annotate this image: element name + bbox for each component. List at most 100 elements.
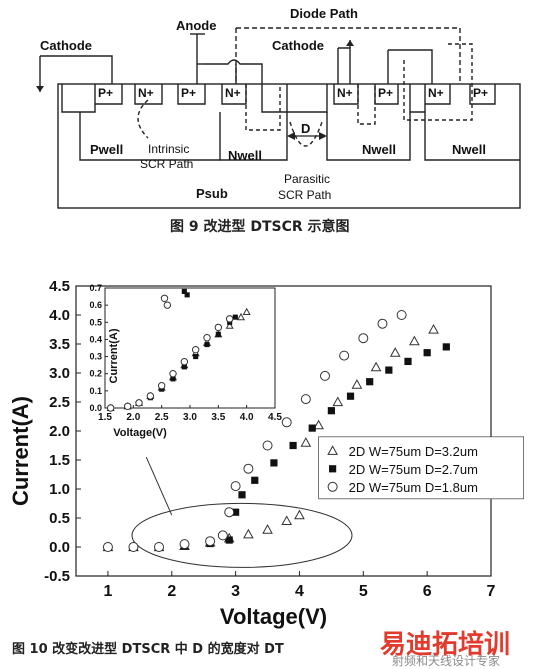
inset-y-tick-label: 0.7 (89, 283, 102, 293)
label-nwell-1: Nwell (228, 148, 262, 163)
label-intrinsic: Intrinsic (148, 142, 190, 156)
data-point-open-circle (128, 542, 139, 552)
inset-x-axis-title: Voltage(V) (113, 427, 167, 439)
inset-data-point-filled-square (184, 292, 190, 298)
inset-data-point-open-circle (106, 404, 115, 412)
label-n-plus-3: N+ (337, 86, 353, 100)
y-tick-label: 2.5 (49, 394, 70, 411)
pwell-region (79, 112, 221, 161)
inset-data-point-open-circle (180, 358, 189, 366)
inset-y-tick-label: 0.5 (89, 317, 102, 327)
watermark-logo: 易迪拓培训 (380, 630, 511, 660)
data-point-open-circle (358, 333, 369, 344)
x-tick-label: 2 (167, 583, 176, 600)
inset-data-point-filled-square (181, 288, 187, 294)
watermark-sub: 射频和天线设计专家 (392, 654, 501, 668)
data-point-open-triangle (409, 335, 420, 346)
inset-x-tick-label: 2.5 (155, 412, 169, 423)
inset-data-point-open-triangle (236, 312, 246, 321)
label-cathode-left: Cathode (40, 38, 92, 53)
data-point-open-circle (377, 318, 388, 329)
label-nwell-2: Nwell (362, 142, 396, 157)
data-point-filled-square (232, 508, 240, 516)
data-point-open-circle (396, 310, 407, 320)
data-point-open-triangle (262, 524, 273, 534)
data-point-open-circle (102, 542, 113, 552)
inset-data-point-open-circle (160, 294, 169, 302)
y-tick-label: 2.0 (49, 423, 70, 440)
y-tick-label: 3.5 (49, 336, 70, 353)
data-point-open-circle (224, 507, 235, 518)
data-point-open-circle (281, 417, 292, 428)
inset-x-tick-label: 3.0 (183, 412, 197, 423)
data-point-open-circle (154, 542, 164, 552)
label-parasitic: Parasitic (284, 172, 331, 186)
inset-data-point-open-circle (203, 334, 211, 342)
inset-x-tick-label: 1.5 (98, 412, 112, 423)
inset-x-tick-label: 4.5 (268, 412, 282, 423)
y-tick-label: 0.0 (49, 539, 70, 556)
x-axis-title: Voltage(V) (220, 604, 327, 629)
data-point-filled-square (289, 441, 297, 450)
data-point-open-triangle (332, 396, 344, 407)
inset-data-point-open-circle (225, 315, 234, 323)
y-tick-label: 4.5 (49, 278, 70, 295)
y-tick-label: 1.0 (49, 481, 70, 498)
figure10-caption: 图 10 改变改进型 DTSCR 中 D 的宽度对 DT (12, 642, 284, 657)
y-tick-label: 3.0 (49, 365, 70, 382)
inset-data-point-open-circle (163, 301, 172, 309)
legend-label: 2D W=75um D=3.2um (349, 444, 478, 459)
data-point-open-triangle (351, 379, 363, 389)
label-p-plus-1: P+ (98, 86, 114, 100)
data-point-open-triangle (300, 437, 312, 447)
legend-marker (327, 481, 338, 492)
label-cathode-right: Cathode (272, 38, 324, 53)
data-point-open-triangle (370, 361, 382, 372)
inset-data-point-open-circle (169, 370, 177, 378)
x-tick-label: 1 (103, 583, 112, 600)
nwell-left-region (220, 112, 288, 161)
data-point-open-circle (179, 539, 190, 550)
data-point-filled-square (251, 476, 259, 484)
data-point-open-circle (339, 350, 350, 361)
label-intrinsic-scr: SCR Path (140, 157, 194, 171)
inset-x-tick-label: 2.0 (126, 412, 140, 423)
data-point-filled-square (346, 392, 355, 400)
data-point-filled-square (404, 357, 412, 365)
inset-data-point-open-circle (146, 392, 155, 400)
inset-data-point-open-circle (157, 382, 166, 390)
label-pwell: Pwell (90, 142, 124, 157)
legend-label: 2D W=75um D=1.8um (349, 480, 478, 495)
data-point-filled-square (423, 349, 431, 357)
psub-region (57, 83, 521, 209)
legend-box (318, 436, 525, 500)
x-tick-label: 7 (487, 583, 496, 600)
label-parasitic-scr: SCR Path (278, 188, 332, 202)
label-nwell-3: Nwell (452, 142, 486, 157)
inset-data-point-open-circle (135, 399, 143, 407)
data-point-filled-square (238, 491, 246, 499)
label-p-plus-3: P+ (378, 86, 394, 100)
label-diode-path: Diode Path (290, 6, 358, 21)
inset-y-tick-label: 0.3 (89, 352, 102, 362)
x-tick-label: 6 (423, 583, 432, 600)
data-point-open-triangle (313, 419, 324, 430)
inset-y-tick-label: 0.1 (89, 386, 102, 396)
label-n-plus-2: N+ (225, 86, 241, 100)
y-tick-label: 1.5 (49, 452, 70, 469)
inset-data-point-open-circle (191, 346, 200, 354)
inset-data-point-filled-square (232, 314, 238, 320)
zoom-region-ellipse (131, 502, 353, 568)
x-tick-label: 3 (231, 583, 240, 600)
data-point-open-circle (217, 530, 228, 541)
figure9-caption: 图 9 改进型 DTSCR 示意图 (170, 219, 350, 235)
data-point-open-triangle (243, 528, 254, 539)
nwell-right-region (424, 112, 520, 161)
inset-y-tick-label: 0.0 (89, 403, 102, 413)
label-d: D (301, 121, 311, 136)
inset-data-point-open-triangle (225, 321, 234, 329)
label-p-plus-2: P+ (181, 86, 197, 100)
inset-plot-frame (104, 287, 276, 409)
inset-data-point-filled-square (193, 354, 199, 360)
